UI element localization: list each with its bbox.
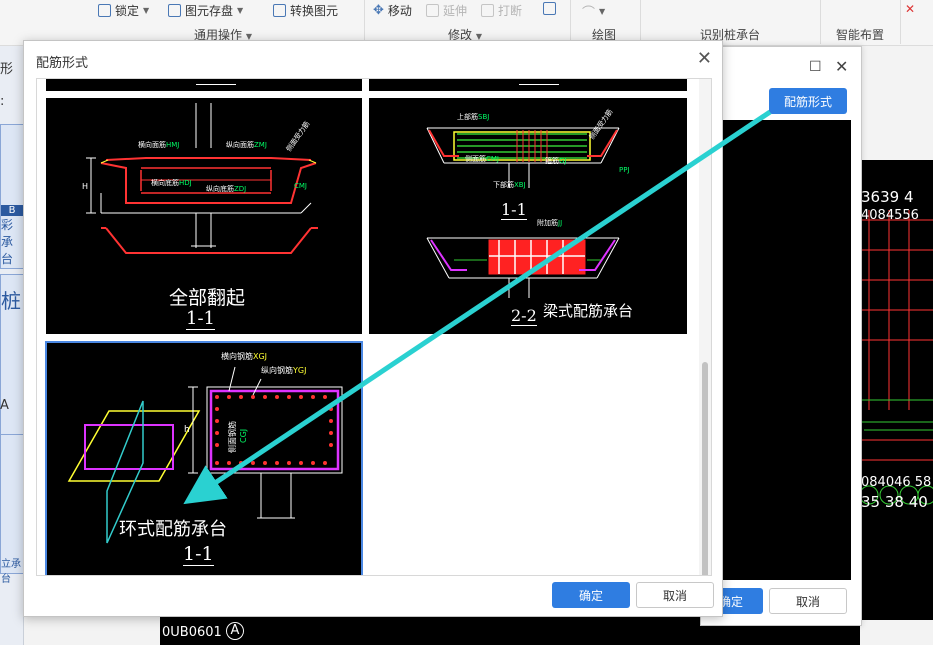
label-h-bar: 横向钢筋 bbox=[221, 352, 253, 361]
cad-text: 3639 4 bbox=[861, 188, 914, 206]
cad-canvas-background[interactable]: 3639 4 4084556 084046 58 35 38 40 bbox=[859, 160, 933, 620]
extend-icon bbox=[426, 4, 439, 17]
close-icon: ✕ bbox=[905, 2, 916, 16]
label-cmj: CMJ bbox=[294, 182, 307, 190]
close-icon[interactable]: ✕ bbox=[696, 48, 712, 69]
left-panel: 形 : B 彩承台 桩 A 立承台 bbox=[0, 46, 24, 645]
group-general[interactable]: 通用操作 ▼ bbox=[194, 28, 252, 42]
left-thumb-3[interactable]: 立承台 bbox=[0, 434, 23, 585]
label-ppj: PPJ bbox=[619, 166, 630, 174]
extend-button[interactable]: 延伸 bbox=[426, 2, 467, 19]
cad-text: 35 38 40 bbox=[861, 493, 928, 511]
left-thumb-1[interactable]: B 彩承台 bbox=[0, 124, 23, 269]
label-bot-v: 纵向底筋 bbox=[206, 185, 234, 193]
thumbnail-beam-cap[interactable]: 上部筋SBJ 侧面受力筋 侧面筋CMJ 下部筋XBJ 箍筋GJ PPJ 附加筋J… bbox=[369, 98, 687, 334]
edit-button[interactable] bbox=[543, 2, 556, 15]
ring-cap-diagram bbox=[67, 366, 343, 544]
cad-text: 084046 58 bbox=[861, 475, 932, 490]
save-icon bbox=[168, 4, 181, 17]
move-button[interactable]: ✥ 移动 bbox=[373, 3, 412, 18]
lock-button[interactable]: 锁定▼ bbox=[98, 2, 149, 19]
ribbon-separator bbox=[570, 0, 571, 44]
chevron-down-icon: ▼ bbox=[237, 6, 244, 15]
lock-icon bbox=[98, 4, 111, 17]
draw-arc-button[interactable]: ⌒▼ bbox=[582, 2, 605, 21]
label-tie: 侧面筋 bbox=[465, 155, 486, 163]
chevron-down-icon: ▼ bbox=[143, 6, 150, 15]
cad-text: 0UB0601 bbox=[162, 625, 222, 640]
thumb-section-top: 1-1 bbox=[501, 200, 527, 220]
cancel-button[interactable]: 取消 bbox=[636, 582, 714, 608]
thumbnail-partial[interactable] bbox=[46, 79, 362, 91]
chevron-down-icon: ▼ bbox=[245, 32, 252, 41]
arc-icon: ⌒ bbox=[582, 6, 596, 21]
thumb-section: 1-1 bbox=[186, 308, 215, 330]
label-side-bar: 侧面钢筋 bbox=[228, 421, 237, 453]
save-element-button[interactable]: 图元存盘▼ bbox=[168, 2, 243, 19]
label-top-v: 纵向面筋 bbox=[226, 141, 254, 149]
chevron-down-icon: ▼ bbox=[475, 32, 482, 41]
axis-marker: A bbox=[226, 622, 244, 640]
ribbon-separator bbox=[820, 0, 821, 44]
preview-canvas bbox=[721, 120, 851, 580]
left-label: 桩 bbox=[1, 289, 21, 313]
group-smart: 智能布置 bbox=[836, 28, 885, 42]
label-top: 上部筋 bbox=[457, 113, 478, 121]
cad-text: 4084556 bbox=[861, 208, 919, 223]
label-stirrup: 箍筋 bbox=[545, 157, 559, 165]
label-bot: 下部筋 bbox=[493, 181, 514, 189]
thumbnail-partial[interactable] bbox=[369, 79, 687, 91]
move-icon: ✥ bbox=[373, 3, 384, 18]
left-thumb-2[interactable]: 桩 bbox=[0, 274, 23, 449]
label-h: h bbox=[184, 425, 190, 435]
beam-cap-diagram bbox=[426, 127, 620, 298]
ok-button[interactable]: 确定 bbox=[552, 582, 630, 608]
edit-icon bbox=[543, 2, 556, 15]
background-dialog: ☐ ✕ 配筋形式 确定 取消 bbox=[699, 46, 862, 626]
break-icon bbox=[481, 4, 494, 17]
scrollbar-thumb[interactable] bbox=[702, 362, 708, 575]
left-label: 彩承台 bbox=[1, 218, 14, 266]
cancel-button-bg[interactable]: 取消 bbox=[769, 588, 847, 614]
thumb-section: 1-1 bbox=[183, 543, 214, 566]
rebar-form-dialog: 配筋形式 ✕ bbox=[23, 40, 723, 617]
maximize-icon[interactable]: ☐ bbox=[809, 59, 822, 75]
group-draw: 绘图 bbox=[592, 28, 617, 42]
group-identify: 识别桩承台 bbox=[700, 28, 761, 42]
break-button[interactable]: 打断 bbox=[481, 2, 522, 19]
convert-icon bbox=[273, 4, 286, 17]
convert-element-button[interactable]: 转换图元 bbox=[273, 2, 338, 19]
left-label: 立承台 bbox=[1, 559, 21, 585]
close-ribbon-button[interactable]: ✕ bbox=[905, 2, 915, 16]
close-icon[interactable]: ✕ bbox=[835, 57, 849, 76]
ribbon-separator bbox=[364, 0, 365, 44]
label-bot-h: 横向底筋 bbox=[151, 179, 179, 187]
thumb-section-bot: 2-2 bbox=[511, 306, 537, 326]
rebar-form-button[interactable]: 配筋形式 bbox=[769, 88, 847, 114]
left-label: B bbox=[1, 205, 23, 216]
dialog-title: 配筋形式 bbox=[36, 56, 89, 71]
thumbnail-all-raised[interactable]: 横向面筋HMJ 纵向面筋ZMJ 侧面受力筋 横向底筋HDJ 纵向底筋ZDJ CM… bbox=[46, 98, 362, 334]
cad-drawing bbox=[859, 210, 933, 505]
thumbnail-ring-cap[interactable]: 横向钢筋XGJ 纵向钢筋YGJ 侧面钢筋 CGJ h 环式配筋承台 1-1 bbox=[45, 341, 363, 575]
thumb-caption: 全部翻起 bbox=[169, 287, 246, 309]
label-h: H bbox=[82, 182, 89, 191]
ribbon-separator bbox=[640, 0, 641, 44]
left-label: 形 bbox=[0, 62, 14, 77]
ribbon-toolbar: 锁定▼ 图元存盘▼ 转换图元 ✥ 移动 延伸 打断 ⌒▼ ✕ 通用操作 ▼ 修改… bbox=[0, 0, 933, 46]
label-top-h: 横向面筋 bbox=[138, 141, 166, 149]
thumb-caption: 梁式配筋承台 bbox=[543, 302, 634, 320]
thumb-caption: 环式配筋承台 bbox=[119, 519, 227, 540]
chevron-down-icon: ▼ bbox=[599, 7, 606, 16]
label-v-bar: 纵向钢筋 bbox=[261, 366, 293, 375]
ribbon-separator bbox=[900, 0, 901, 44]
label-cgj: CGJ bbox=[239, 428, 248, 443]
label-hook: 附加筋 bbox=[537, 219, 558, 227]
vertical-scrollbar[interactable] bbox=[699, 79, 711, 575]
group-modify[interactable]: 修改 ▼ bbox=[448, 28, 482, 42]
thumbnail-list[interactable]: 横向面筋HMJ 纵向面筋ZMJ 侧面受力筋 横向底筋HDJ 纵向底筋ZDJ CM… bbox=[36, 78, 712, 576]
left-label: A bbox=[0, 398, 9, 413]
left-label: : bbox=[0, 94, 5, 109]
